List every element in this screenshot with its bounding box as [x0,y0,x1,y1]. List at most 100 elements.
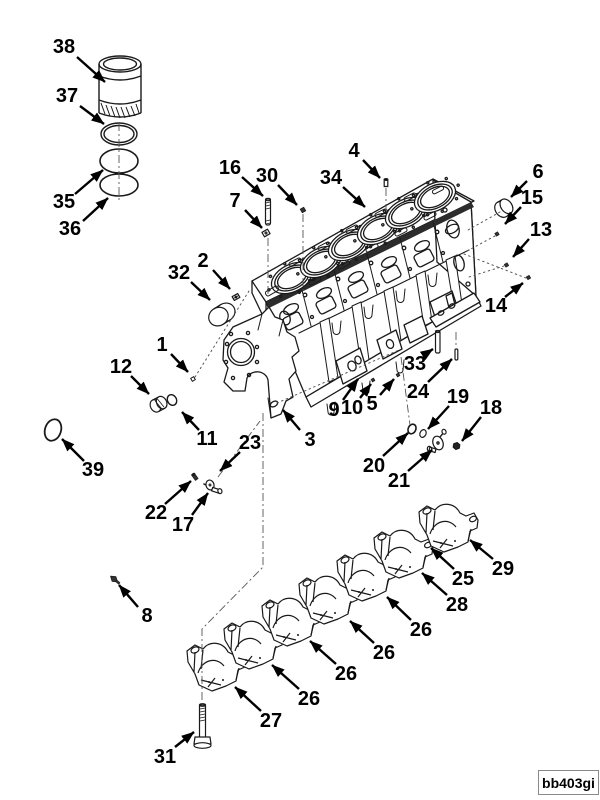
fitting-21 [426,428,447,454]
callout-36: 36 [59,197,109,240]
callout-arrow-26 [309,640,337,665]
callout-arrow-33 [419,348,434,361]
cylinder-bores [267,176,460,299]
plug-5 [395,372,401,378]
callout-arrow-13 [512,238,530,258]
callout-number-13: 13 [530,219,552,241]
dotted-leaders [194,211,527,404]
callout-number-20: 20 [363,455,385,477]
callout-39: 39 [61,438,104,481]
fitting-17 [203,479,223,495]
callout-arrow-1 [170,353,189,373]
o-ring-39 [43,418,63,442]
callout-arrow-38 [76,56,106,83]
callout-arrow-20 [382,432,409,457]
callout-31: 31 [154,731,195,768]
callout-35: 35 [53,169,104,213]
callout-number-6: 6 [532,161,543,183]
callout-13: 13 [512,219,552,258]
nut-18 [452,441,461,451]
cap-bolt-31 [193,703,212,749]
callout-number-3: 3 [304,429,315,451]
plug-14 [525,274,532,281]
o-ring-20 [407,423,417,435]
callout-arrow-5 [379,378,395,396]
callout-27: 27 [234,686,282,732]
callout-arrow-28 [421,572,448,596]
callout-30: 30 [256,165,298,206]
dotted-leader-6 [276,349,400,404]
plug-4 [383,177,389,188]
engine-block [222,176,482,419]
dotted-leader-3 [468,265,505,278]
callout-number-33: 33 [404,353,426,375]
callout-arrow-15 [504,206,522,225]
callout-1: 1 [156,334,189,373]
plug-30 [299,206,307,214]
callout-26: 26 [271,664,320,710]
callout-arrow-27 [234,686,262,712]
callout-arrow-22 [164,480,192,505]
callout-22: 22 [145,480,192,524]
callout-number-24: 24 [407,381,430,403]
callout-number-26: 26 [410,619,432,641]
callout-number-22: 22 [145,502,167,524]
callout-arrow-26 [349,620,375,644]
callout-arrow-8 [118,584,139,608]
centerline-6 [400,356,411,426]
callout-arrow-11 [181,411,200,431]
callout-number-29: 29 [492,558,514,580]
callout-arrow-26 [271,664,300,690]
dotted-leader-5 [194,290,250,378]
mount-bar [429,292,481,328]
callout-number-27: 27 [260,710,282,732]
callout-7: 7 [229,190,263,229]
callout-number-15: 15 [521,187,543,209]
cylinder-liner [98,55,142,119]
callout-26: 26 [349,620,395,664]
callout-arrow-10 [359,383,372,399]
callout-arrow-21 [407,449,433,472]
callout-number-11: 11 [196,428,217,450]
callout-arrow-17 [191,492,209,516]
callout-number-36: 36 [59,218,81,240]
callout-arrow-30 [277,184,298,206]
callout-number-23: 23 [239,432,261,454]
callout-arrow-18 [461,416,482,442]
callout-8: 8 [118,584,153,627]
figure-code-box: bb403gi [538,770,599,795]
callout-number-18: 18 [480,397,502,419]
callout-29: 29 [469,539,514,580]
callout-9: 9 [328,378,359,421]
callout-number-8: 8 [141,605,152,627]
callout-arrow-26 [386,596,412,621]
callout-arrow-39 [61,438,85,462]
callout-number-25: 25 [452,568,474,590]
callout-number-38: 38 [53,36,75,58]
timing-face-plate [222,306,300,419]
plug-15 [494,231,500,237]
plug-22 [191,472,199,481]
callout-33: 33 [404,348,434,375]
callout-15: 15 [504,187,543,225]
callout-32: 32 [168,262,211,301]
callout-arrow-6 [510,180,528,198]
callout-number-26: 26 [298,688,320,710]
plug-1 [190,376,196,382]
plug-10 [370,377,376,383]
callout-5: 5 [366,378,395,415]
callout-arrow-2 [212,269,231,290]
callout-37: 37 [56,85,105,125]
centerline-7 [201,413,264,702]
callout-24: 24 [407,358,453,403]
callout-number-2: 2 [197,250,208,272]
ring-11 [166,394,178,406]
callout-number-14: 14 [485,295,508,317]
callout-3: 3 [282,409,316,451]
callout-number-34: 34 [320,167,343,189]
callout-arrow-24 [427,358,453,383]
plug-2 [231,292,241,302]
callout-26: 26 [386,596,432,641]
